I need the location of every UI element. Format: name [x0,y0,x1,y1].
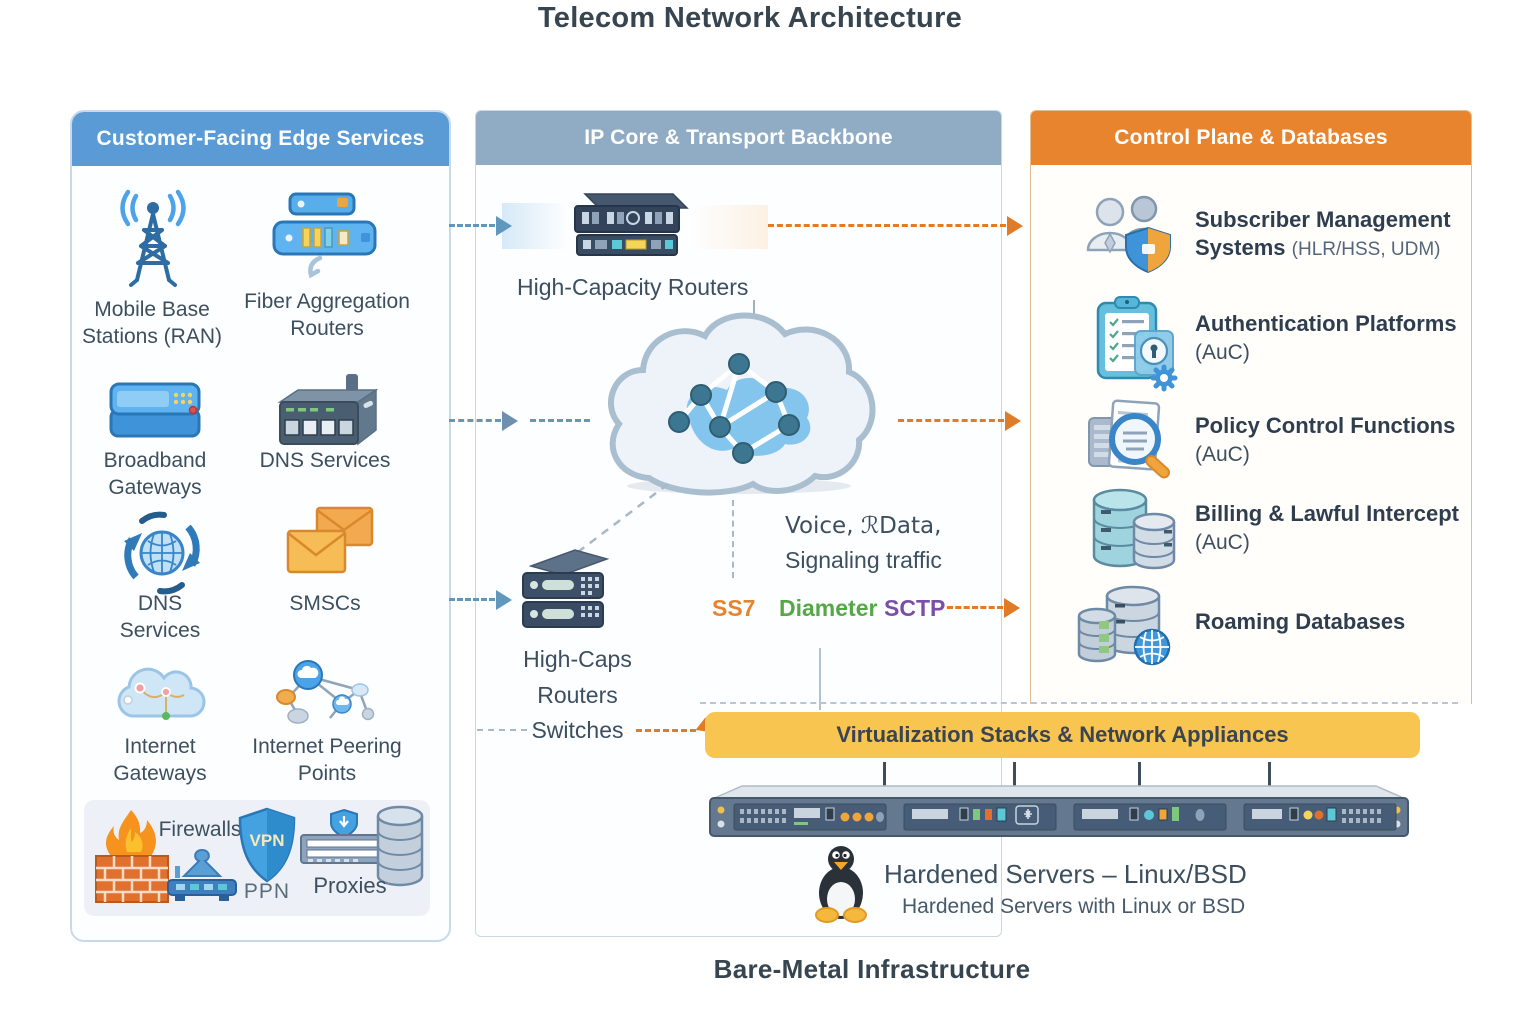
control-item-sub: (AuC) [1195,442,1250,466]
control-item-title: Policy Control Functions [1195,413,1456,438]
control-item-text: Policy Control Functions (AuC) [1195,412,1467,468]
ip-core-header: IP Core & Transport Backbone [476,111,1001,165]
edge-item-label: Fiber Aggregation Routers [244,290,410,341]
edge-item-label: Internet Peering Points [252,735,402,786]
core-cloud-icon [593,300,885,502]
tux-linux-icon [812,843,870,923]
core-router-icon [565,190,690,260]
hardened-servers-title: Hardened Servers – Linux/BSD [884,859,1247,889]
protocol-diameter: Diameter [779,595,878,621]
edge-item-label: Internet Gateways [113,735,207,786]
connector-router-cloud [753,300,755,322]
arrowhead [496,216,512,236]
traffic-label-line2: Signaling traffic [785,547,942,573]
edge-services-header: Customer-Facing Edge Services [72,112,449,166]
connector-cloud-protocols [732,500,734,578]
control-item-text: Billing & Lawful Intercept (AuC) [1195,500,1467,556]
auth-clipboard-lock-icon [1088,295,1183,393]
connector-cloud-switches [558,478,678,560]
svg-text:VPN: VPN [250,831,285,850]
core-switch-label: High-Caps Routers Switches [523,646,632,744]
banner-rack-connector [1013,762,1016,788]
edge-item-label: Broadband Gateways [103,449,207,500]
hardened-servers-subtitle: Hardened Servers with Linux or BSD [902,895,1246,918]
edge-item-label: SMSCs [289,592,361,615]
policy-magnifier-icon [1085,392,1180,487]
banner-rack-connector [1268,762,1271,788]
control-item-title: Billing & Lawful Intercept [1195,501,1460,526]
edge-appliance-icon [163,846,241,908]
arrow-cloud-to-control [898,419,1004,422]
flow-highlight-blue [502,203,568,249]
envelopes-icon [283,503,378,579]
arrowhead [1007,216,1023,236]
edge-item-label: DNS Services [119,592,201,643]
billing-databases-icon [1088,486,1183,574]
peering-nodes-icon [270,650,382,732]
arrow-sctp-to-control [947,606,1003,609]
arrow-router-to-control [768,224,1006,227]
arrowhead [496,590,512,610]
connector-traffic-banner [819,648,821,710]
proxy-database-icon [374,804,426,888]
connector-switches-left [477,729,527,731]
cell-tower-icon [108,186,198,288]
control-plane-header: Control Plane & Databases [1031,111,1471,165]
flow-highlight-orange [690,205,768,249]
vpn-shield-icon: VPN [236,806,298,886]
edge-item-label: Mobile Base Stations (RAN) [81,298,223,349]
traffic-label-line1: Voice, ℛData, [785,513,942,539]
control-item-sub: (AuC) [1195,530,1250,554]
proxies-label: Proxies [313,873,387,898]
arrow-edge-to-switches [449,598,495,601]
fiber-router-icon [268,188,383,286]
control-item-text: Subscriber Management Systems (HLR/HSS, … [1195,206,1467,261]
cloud-network-icon [106,652,216,730]
protocol-sctp: SCTP [884,595,946,621]
page-title: Telecom Network Architecture [537,2,963,34]
broadband-gateway-icon [105,380,205,444]
arrow-edge-to-router [449,224,495,227]
bare-metal-footer-label: Bare-Metal Infrastructure [713,954,1031,984]
core-switch-icon [515,546,615,638]
vpn-caption-label: PPN [243,880,291,903]
protocol-ss7: SS7 [712,595,756,621]
dns-globe-icon [112,503,212,601]
dns-appliance-icon [270,372,382,450]
arrow-edge-to-cloud [449,419,501,422]
control-item-title: Authentication Platforms [1195,311,1457,336]
control-item-sub: (AuC) [1195,340,1250,364]
banner-rack-connector [1138,762,1141,788]
arrowhead [1005,411,1021,431]
virtualization-banner-label: Virtualization Stacks & Network Applianc… [836,722,1289,747]
arrowhead [502,411,518,431]
banner-rack-connector [883,762,886,788]
control-item-title: Roaming Databases [1195,609,1406,634]
control-panel-dashed-bottom [700,702,1458,704]
control-item-sub: (HLR/HSS, UDM) [1291,238,1441,260]
control-item-text: Authentication Platforms (AuC) [1195,310,1467,366]
roaming-databases-globe-icon [1075,580,1180,670]
control-item-text: Roaming Databases [1195,608,1467,636]
control-item-title: Subscriber Management Systems [1195,207,1451,260]
virtualization-banner: Virtualization Stacks & Network Applianc… [705,712,1420,758]
core-router-label: High-Capacity Routers [517,274,749,300]
firewall-icon [93,806,171,908]
arrow-switches-to-banner [636,729,696,732]
arrow-cloud-lead [530,419,590,422]
arrowhead [1004,598,1020,618]
firewalls-label: Firewalls [158,818,242,841]
rack-server-icon [708,784,1410,840]
subscribers-shield-icon [1082,192,1182,276]
edge-item-label: DNS Services [259,449,391,472]
